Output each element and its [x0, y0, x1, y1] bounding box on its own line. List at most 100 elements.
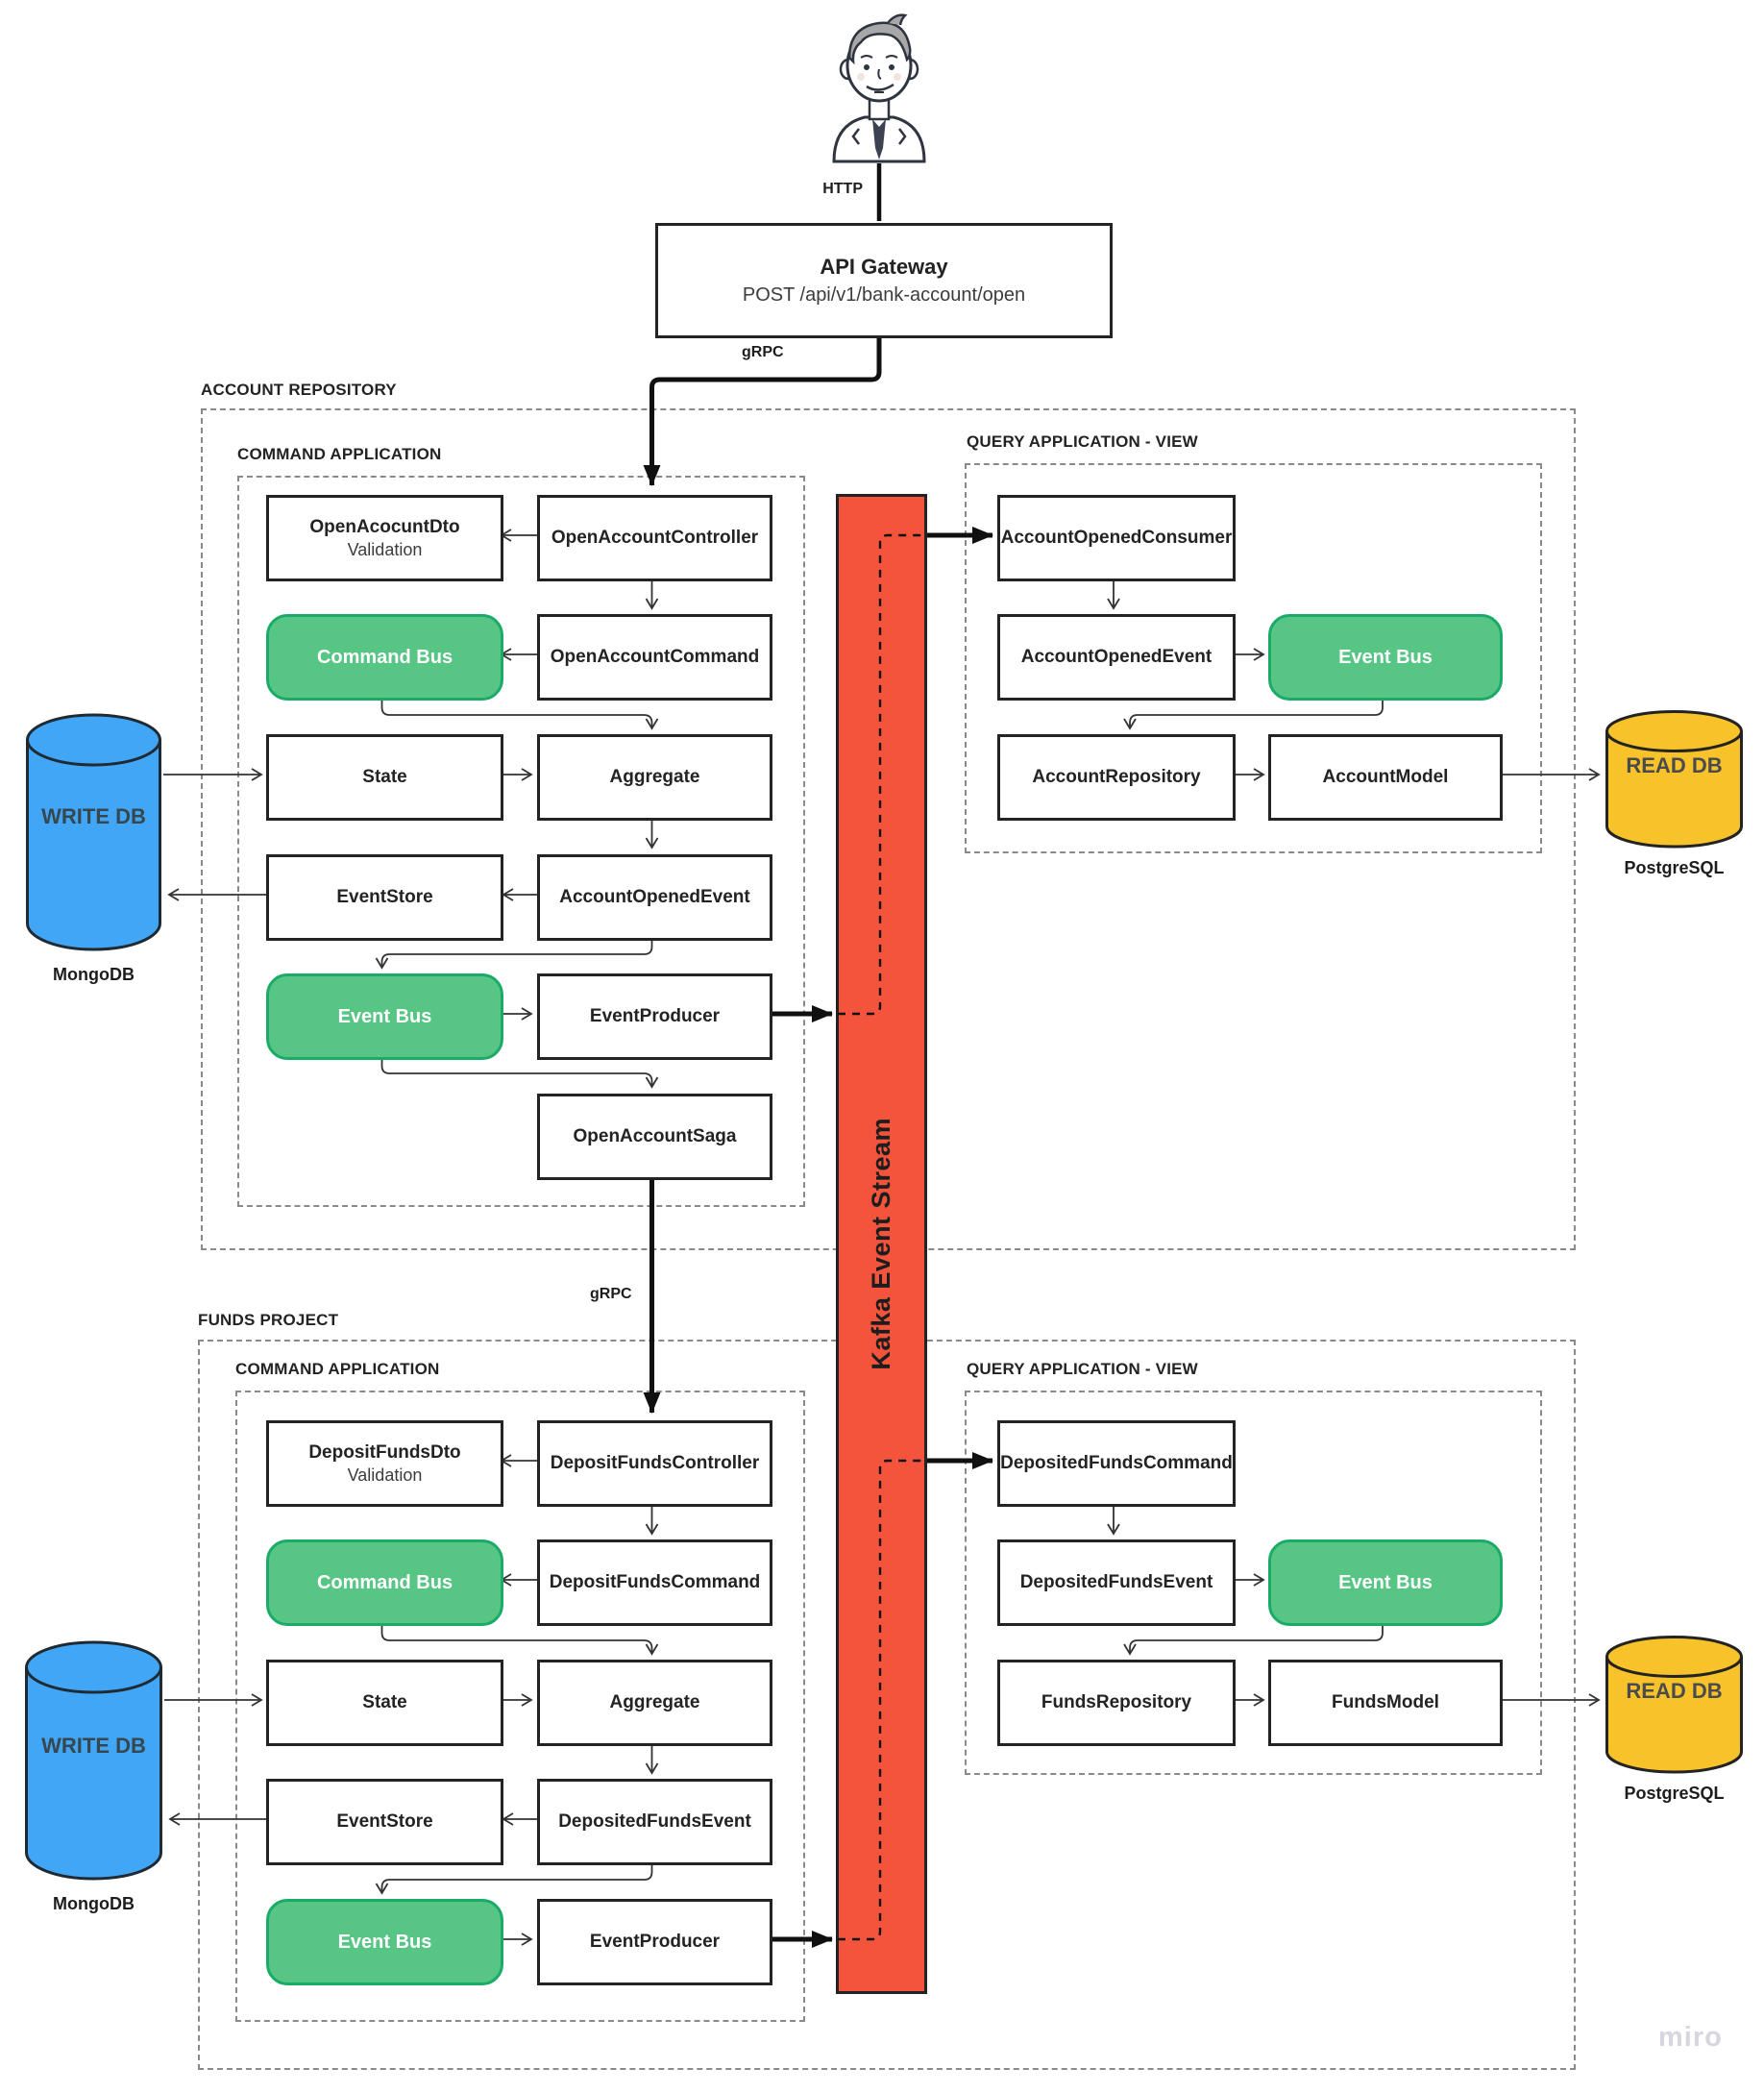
write-db-account-engine: MongoDB: [53, 965, 135, 984]
cylinder-lid: [1605, 1636, 1743, 1678]
account-query-application-container: [965, 463, 1542, 853]
node-deposit-funds-controller: DepositFundsController: [537, 1420, 772, 1507]
node-open-account-command: OpenAccountCommand: [537, 614, 772, 701]
avatar-collar-right: [898, 128, 907, 145]
user-avatar-icon: [832, 13, 926, 163]
grpc-label-mid: gRPC: [590, 1286, 632, 1302]
node-account-opened-event-query: AccountOpenedEvent: [997, 614, 1236, 701]
avatar-tie: [872, 119, 886, 160]
node-account-opened-consumer: AccountOpenedConsumer: [997, 495, 1236, 581]
read-db-account-label: READ DB: [1626, 753, 1723, 777]
node-event-store-account: EventStore: [266, 854, 503, 941]
cylinder-body: [1605, 1657, 1743, 1774]
node-deposit-funds-command: DepositFundsCommand: [537, 1539, 772, 1626]
kafka-event-stream-bar: Kafka Event Stream: [836, 494, 927, 1994]
read-db-account-engine: PostgreSQL: [1624, 858, 1725, 877]
kafka-internal-route-account: [838, 533, 923, 1016]
node-open-account-dto-title: OpenAcocuntDto: [309, 516, 460, 537]
node-aggregate-account: Aggregate: [537, 734, 772, 821]
grpc-label-top: gRPC: [742, 344, 784, 360]
node-account-repository: AccountRepository: [997, 734, 1236, 821]
node-open-account-controller: OpenAccountController: [537, 495, 772, 581]
write-db-funds-engine: MongoDB: [53, 1894, 135, 1913]
node-aggregate-funds: Aggregate: [537, 1660, 772, 1746]
api-gateway-node: API Gateway POST /api/v1/bank-account/op…: [655, 223, 1113, 338]
node-event-bus-funds-command: Event Bus: [266, 1899, 503, 1985]
node-deposit-funds-dto-title: DepositFundsDto: [308, 1441, 461, 1463]
write-db-funds-label: WRITE DB: [41, 1734, 146, 1758]
write-db-funds-shape: [25, 1640, 162, 1881]
node-deposit-funds-dto: DepositFundsDto Validation: [266, 1420, 503, 1507]
arrow-funds-event-to-eventbus: [375, 1859, 653, 1895]
node-funds-model: FundsModel: [1268, 1660, 1503, 1746]
avatar-brow-right: [885, 55, 898, 59]
avatar-hair: [847, 21, 912, 65]
account-command-application-container: [237, 476, 805, 1207]
write-db-account-shape: [26, 713, 161, 951]
api-gateway-subtitle: POST /api/v1/bank-account/open: [742, 284, 1026, 307]
avatar-blush-right: [894, 73, 901, 81]
miro-watermark: miro: [1658, 2022, 1723, 2053]
node-event-store-funds: EventStore: [266, 1779, 503, 1865]
http-label: HTTP: [822, 181, 863, 197]
cylinder-lid: [26, 713, 161, 767]
write-db-account-cylinder: WRITE DB: [24, 711, 163, 953]
avatar-eye-left: [864, 64, 870, 70]
node-command-bus-funds: Command Bus: [266, 1539, 503, 1626]
avatar-brow-left: [860, 55, 873, 59]
arrow-funds-commandbus-to-aggregate: [380, 1620, 659, 1656]
node-deposited-funds-event-command: DepositedFundsEvent: [537, 1779, 772, 1865]
node-open-account-dto-subtitle: Validation: [347, 539, 423, 559]
node-account-opened-event-command: AccountOpenedEvent: [537, 854, 772, 941]
avatar-blush-left: [857, 73, 865, 81]
node-state-account: State: [266, 734, 503, 821]
node-event-producer-funds: EventProducer: [537, 1899, 772, 1985]
node-open-account-saga: OpenAccountSaga: [537, 1094, 772, 1180]
account-repository-label: ACCOUNT REPOSITORY: [201, 381, 397, 399]
node-state-funds: State: [266, 1660, 503, 1746]
write-db-funds-cylinder: WRITE DB: [23, 1638, 164, 1883]
cylinder-body: [25, 1667, 162, 1881]
funds-command-application-label: COMMAND APPLICATION: [235, 1360, 440, 1378]
read-db-funds-label: READ DB: [1626, 1679, 1723, 1703]
funds-query-application-label: QUERY APPLICATION - VIEW: [967, 1360, 1198, 1378]
cylinder-lid: [25, 1640, 162, 1694]
node-command-bus-account: Command Bus: [266, 614, 503, 701]
cylinder-body: [1605, 731, 1743, 849]
read-db-funds-cylinder: READ DB: [1604, 1634, 1745, 1776]
cylinder-body: [26, 740, 161, 951]
node-deposit-funds-dto-subtitle: Validation: [347, 1465, 423, 1485]
node-event-bus-account-query: Event Bus: [1268, 614, 1503, 701]
node-event-bus-account-command: Event Bus: [266, 973, 503, 1060]
arrow-openedevent-to-eventbus: [375, 935, 653, 970]
avatar-hair-swoosh: [887, 13, 908, 26]
node-account-model: AccountModel: [1268, 734, 1503, 821]
avatar-smile: [866, 83, 894, 91]
funds-command-application-container: [235, 1391, 805, 2022]
node-deposited-funds-command-query: DepositedFundsCommand: [997, 1420, 1236, 1507]
node-deposited-funds-event-query: DepositedFundsEvent: [997, 1539, 1236, 1626]
read-db-account-shape: [1605, 710, 1743, 849]
arrow-gateway-to-controller: [643, 335, 882, 486]
kafka-internal-route-funds: [838, 1459, 923, 1941]
api-gateway-title: API Gateway: [820, 254, 948, 279]
read-db-funds-engine: PostgreSQL: [1624, 1784, 1725, 1803]
account-command-application-label: COMMAND APPLICATION: [237, 445, 442, 463]
arrow-eventbus-to-saga: [380, 1054, 659, 1089]
avatar-nose: [877, 68, 882, 80]
account-query-application-label: QUERY APPLICATION - VIEW: [967, 432, 1198, 451]
funds-query-application-container: [965, 1391, 1542, 1775]
arrow-eventbus-to-repository-account: [1123, 695, 1384, 730]
arrow-commandbus-to-aggregate: [380, 695, 659, 730]
node-event-bus-funds-query: Event Bus: [1268, 1539, 1503, 1626]
funds-project-label: FUNDS PROJECT: [198, 1311, 339, 1329]
avatar-eye-right: [889, 64, 894, 70]
node-open-account-dto: OpenAcocuntDto Validation: [266, 495, 503, 581]
cylinder-lid: [1605, 710, 1743, 752]
write-db-account-label: WRITE DB: [41, 804, 146, 828]
arrow-eventbus-to-repository-funds: [1123, 1620, 1384, 1656]
read-db-account-cylinder: READ DB: [1604, 708, 1745, 850]
node-event-producer-account: EventProducer: [537, 973, 772, 1060]
read-db-funds-shape: [1605, 1636, 1743, 1774]
